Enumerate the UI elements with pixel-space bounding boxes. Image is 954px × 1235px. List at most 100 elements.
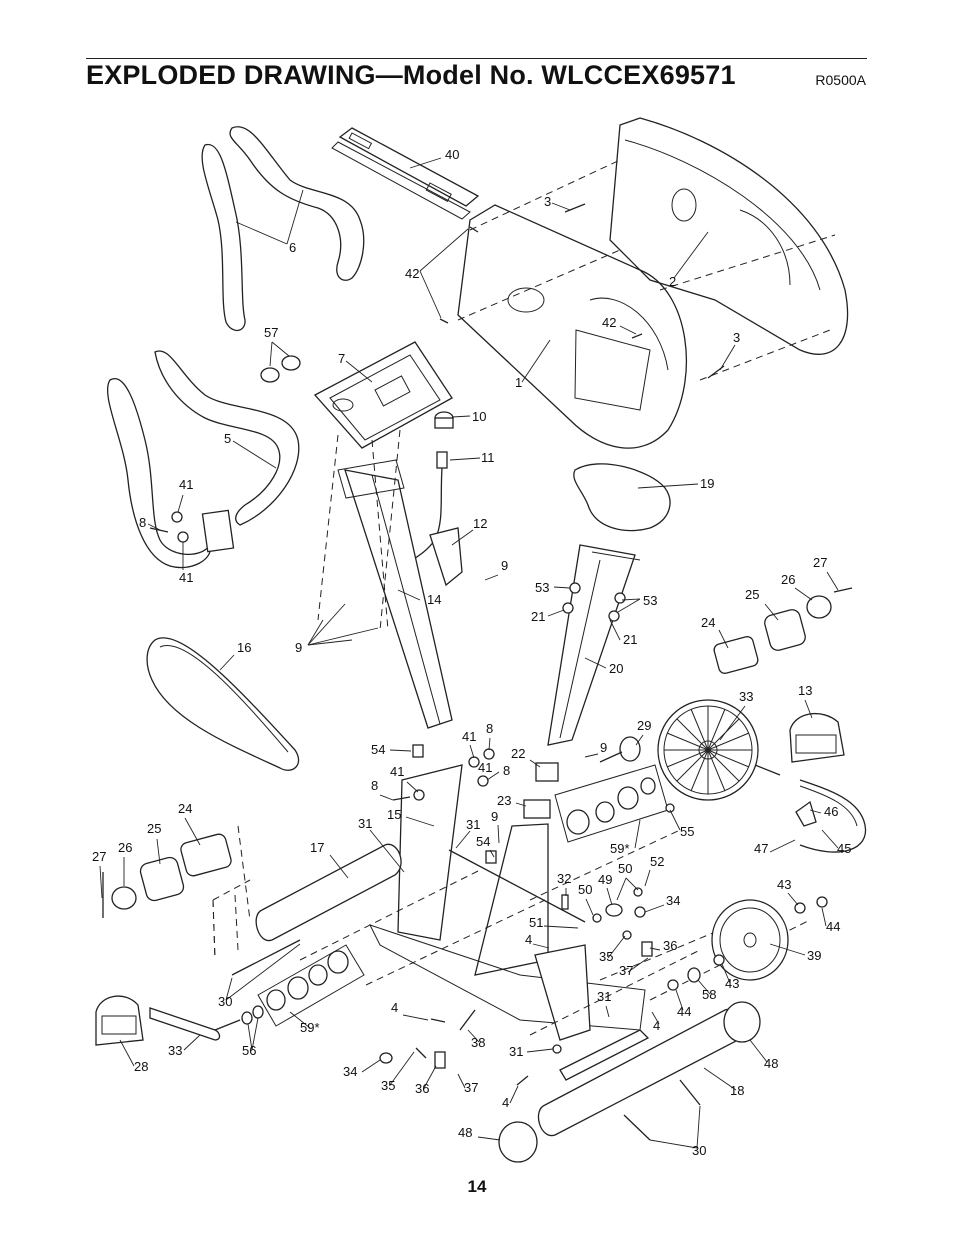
callout-c26b: 26 bbox=[118, 840, 132, 855]
callout-c13: 13 bbox=[798, 683, 812, 698]
callout-c45: 45 bbox=[837, 841, 851, 856]
callout-c48a: 48 bbox=[764, 1056, 778, 1071]
parts-45-47-band bbox=[795, 779, 867, 853]
callout-c34b: 34 bbox=[343, 1064, 357, 1079]
callout-c25a: 25 bbox=[745, 587, 759, 602]
callout-c29: 29 bbox=[637, 718, 651, 733]
callout-c9c: 9 bbox=[600, 740, 607, 755]
callout-c8b: 8 bbox=[486, 721, 493, 736]
part-1-left-shield bbox=[457, 204, 688, 449]
callout-c44b: 44 bbox=[677, 1004, 691, 1019]
part-39-wheel bbox=[711, 899, 789, 981]
callout-c12: 12 bbox=[473, 516, 487, 531]
callout-c59b: 59* bbox=[300, 1020, 320, 1035]
callout-c10: 10 bbox=[472, 409, 486, 424]
callout-c57: 57 bbox=[264, 325, 278, 340]
callout-c32: 32 bbox=[557, 871, 571, 886]
callout-c41d: 41 bbox=[478, 760, 492, 775]
part-16-belt bbox=[146, 637, 300, 771]
part-2-right-shield bbox=[609, 117, 849, 355]
callout-c38: 38 bbox=[471, 1035, 485, 1050]
part-14-upright bbox=[317, 429, 453, 729]
parts-24-27-right-hub bbox=[713, 587, 853, 674]
callout-c56: 56 bbox=[242, 1043, 256, 1058]
callout-c8a: 8 bbox=[139, 515, 146, 530]
callout-c33a: 33 bbox=[739, 689, 753, 704]
callout-c14: 14 bbox=[427, 592, 441, 607]
callout-c43a: 43 bbox=[777, 877, 791, 892]
callout-c28: 28 bbox=[134, 1059, 148, 1074]
callout-c59a: 59* bbox=[610, 841, 630, 856]
callout-c43b: 43 bbox=[725, 976, 739, 991]
part-19-seat bbox=[573, 463, 671, 532]
callout-c40: 40 bbox=[445, 147, 459, 162]
callout-c1: 1 bbox=[515, 375, 522, 390]
callout-c2: 2 bbox=[669, 274, 676, 289]
callout-c9b: 9 bbox=[295, 640, 302, 655]
callout-c4c: 4 bbox=[653, 1018, 660, 1033]
part-6-handlebar bbox=[201, 126, 365, 332]
callout-c31a: 31 bbox=[358, 816, 372, 831]
callout-c4a: 4 bbox=[525, 932, 532, 947]
callout-c49: 49 bbox=[598, 872, 612, 887]
callout-c46: 46 bbox=[824, 804, 838, 819]
callout-c8c: 8 bbox=[503, 763, 510, 778]
callout-c27a: 27 bbox=[813, 555, 827, 570]
part-29-pulley bbox=[599, 736, 641, 763]
callout-c52: 52 bbox=[650, 854, 664, 869]
callout-c53a: 53 bbox=[535, 580, 549, 595]
callout-c8d: 8 bbox=[371, 778, 378, 793]
part-40-plate bbox=[331, 127, 480, 220]
callout-c54a: 54 bbox=[371, 742, 385, 757]
part-59-set-lower bbox=[257, 944, 365, 1027]
parts-43-44-58 bbox=[667, 896, 828, 991]
callout-c48b: 48 bbox=[458, 1125, 472, 1140]
callout-c30b: 30 bbox=[692, 1143, 706, 1158]
callout-c35b: 35 bbox=[381, 1078, 395, 1093]
part-28-pedal bbox=[95, 995, 144, 1046]
header-rule bbox=[86, 58, 867, 59]
callout-c36b: 36 bbox=[415, 1081, 429, 1096]
callout-c4d: 4 bbox=[502, 1095, 509, 1110]
callout-c15: 15 bbox=[387, 807, 401, 822]
callout-c51: 51 bbox=[529, 915, 543, 930]
callout-c16: 16 bbox=[237, 640, 251, 655]
callout-c25b: 25 bbox=[147, 821, 161, 836]
part-33-flywheel bbox=[657, 699, 781, 801]
callout-c18: 18 bbox=[730, 1083, 744, 1098]
callout-c42a: 42 bbox=[405, 266, 419, 281]
leader-lines bbox=[99, 157, 839, 1149]
part-7-console bbox=[313, 341, 453, 449]
callout-c33b: 33 bbox=[168, 1043, 182, 1058]
hardware-small bbox=[149, 511, 701, 1141]
callout-c39: 39 bbox=[807, 948, 821, 963]
callout-c36a: 36 bbox=[663, 938, 677, 953]
callout-c42b: 42 bbox=[602, 315, 616, 330]
callout-c11: 11 bbox=[481, 450, 495, 465]
callout-c7: 7 bbox=[338, 351, 345, 366]
callout-c19: 19 bbox=[700, 476, 714, 491]
callout-c37a: 37 bbox=[619, 963, 633, 978]
callout-c50a: 50 bbox=[618, 861, 632, 876]
callout-c27b: 27 bbox=[92, 849, 106, 864]
callout-c20: 20 bbox=[609, 661, 623, 676]
callout-c5: 5 bbox=[224, 431, 231, 446]
callout-c3b: 3 bbox=[733, 330, 740, 345]
callout-c41a: 41 bbox=[179, 477, 193, 492]
callout-c35a: 35 bbox=[599, 949, 613, 964]
parts-3-42-screws bbox=[439, 203, 725, 379]
callout-c6: 6 bbox=[289, 240, 296, 255]
callout-c23: 23 bbox=[497, 793, 511, 808]
callout-c41c: 41 bbox=[462, 729, 476, 744]
part-56-washers bbox=[241, 1005, 264, 1025]
callout-c34a: 34 bbox=[666, 893, 680, 908]
callout-c55: 55 bbox=[680, 824, 694, 839]
part-57-caps bbox=[260, 355, 301, 383]
callout-c24a: 24 bbox=[701, 615, 715, 630]
callout-c3a: 3 bbox=[544, 194, 551, 209]
callout-c41b: 41 bbox=[179, 570, 193, 585]
part-5-handlebar bbox=[106, 350, 300, 569]
part-59-set-upper bbox=[554, 764, 669, 843]
callout-c9d: 9 bbox=[491, 809, 498, 824]
